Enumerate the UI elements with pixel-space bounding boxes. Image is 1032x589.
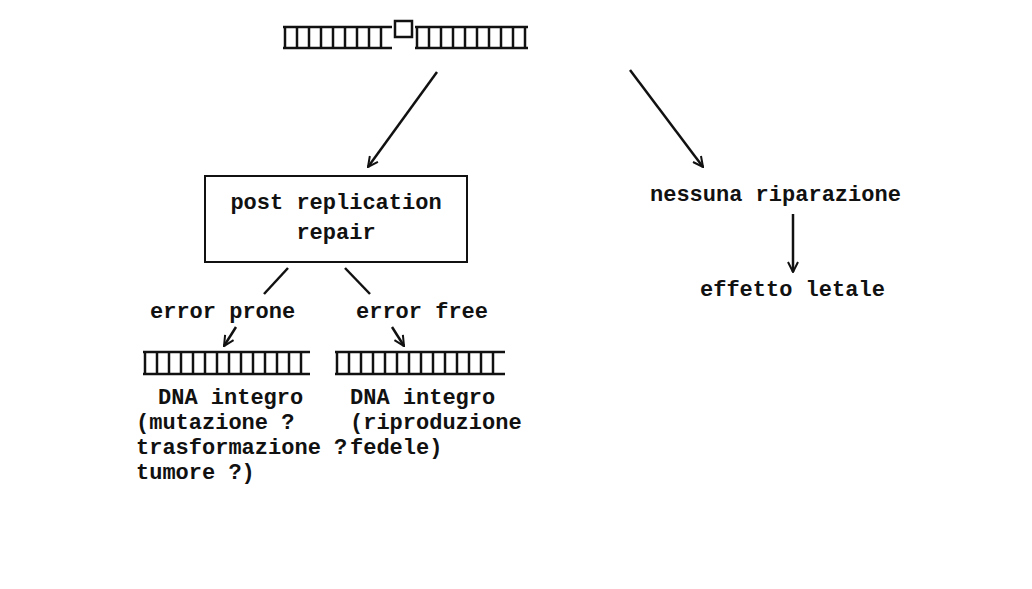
branch-label: error prone bbox=[150, 300, 295, 325]
dna-copy bbox=[143, 352, 310, 374]
dna-base-pair bbox=[144, 352, 147, 374]
dna-base-pair bbox=[276, 352, 279, 374]
dna-base-pair bbox=[396, 352, 399, 374]
dna-base-pair bbox=[500, 27, 503, 48]
dna-base-pair bbox=[476, 27, 479, 48]
branch-line bbox=[264, 268, 288, 294]
dna-base-pair bbox=[156, 352, 159, 374]
dna-base-pair bbox=[488, 27, 491, 48]
dna-base-pair bbox=[180, 352, 183, 374]
dna-base-pair bbox=[308, 27, 311, 48]
dna-strand bbox=[415, 47, 528, 50]
dna-strand bbox=[415, 26, 528, 29]
dna-base-pair bbox=[492, 352, 495, 374]
dna-base-pair bbox=[300, 352, 303, 374]
dna-copy bbox=[335, 352, 505, 374]
dna-base-pair bbox=[288, 352, 291, 374]
result-label: DNA integro bbox=[158, 386, 303, 411]
outcome-label: nessuna riparazione bbox=[650, 183, 901, 208]
arrow bbox=[792, 214, 795, 272]
result-label: DNA integro bbox=[350, 386, 495, 411]
dna-base-pair bbox=[512, 27, 515, 48]
dna-base-pair bbox=[452, 27, 455, 48]
dna-base-pair bbox=[252, 352, 255, 374]
dna-strand bbox=[283, 26, 392, 29]
dna-base-pair bbox=[416, 27, 419, 48]
dna-base-pair bbox=[168, 352, 171, 374]
branch-label: error free bbox=[356, 300, 488, 325]
dna-base-pair bbox=[432, 352, 435, 374]
dna-base-pair bbox=[524, 27, 527, 48]
dna-base-pair bbox=[428, 27, 431, 48]
damaged-dna bbox=[283, 21, 528, 48]
dna-base-pair bbox=[228, 352, 231, 374]
dna-base-pair bbox=[408, 352, 411, 374]
dna-base-pair bbox=[368, 27, 371, 48]
dna-segment bbox=[415, 27, 528, 48]
dna-base-pair bbox=[372, 352, 375, 374]
dna-base-pair bbox=[192, 352, 195, 374]
dna-base-pair bbox=[264, 352, 267, 374]
dna-base-pair bbox=[468, 352, 471, 374]
branch-line bbox=[345, 268, 370, 294]
dna-base-pair bbox=[296, 27, 299, 48]
dna-base-pair bbox=[384, 352, 387, 374]
dna-base-pair bbox=[456, 352, 459, 374]
dna-base-pair bbox=[348, 352, 351, 374]
dna-strand bbox=[283, 47, 392, 50]
dna-base-pair bbox=[420, 352, 423, 374]
dna-base-pair bbox=[480, 352, 483, 374]
dna-base-pair bbox=[464, 27, 467, 48]
result-note: (mutazione ? trasformazione ? tumore ?) bbox=[136, 411, 360, 486]
dna-base-pair bbox=[204, 352, 207, 374]
dna-base-pair bbox=[380, 27, 383, 48]
dna-base-pair bbox=[360, 352, 363, 374]
arrow bbox=[224, 327, 236, 346]
dna-base-pair bbox=[320, 27, 323, 48]
result-note: (riproduzione fedele) bbox=[350, 411, 535, 461]
outcome-label: effetto letale bbox=[700, 278, 885, 303]
dna-segment bbox=[283, 27, 392, 48]
process-box: post replication repair bbox=[204, 175, 468, 263]
dna-base-pair bbox=[332, 27, 335, 48]
dna-base-pair bbox=[216, 352, 219, 374]
arrow bbox=[368, 72, 437, 167]
box-text: post replication repair bbox=[224, 189, 448, 249]
dna-base-pair bbox=[284, 27, 287, 48]
dna-base-pair bbox=[344, 27, 347, 48]
dna-base-pair bbox=[240, 352, 243, 374]
arrow bbox=[392, 327, 404, 346]
dna-base-pair bbox=[444, 352, 447, 374]
dna-base-pair bbox=[440, 27, 443, 48]
dna-base-pair bbox=[336, 352, 339, 374]
arrow bbox=[630, 70, 703, 167]
dna-base-pair bbox=[356, 27, 359, 48]
dna-lesion bbox=[395, 21, 412, 37]
